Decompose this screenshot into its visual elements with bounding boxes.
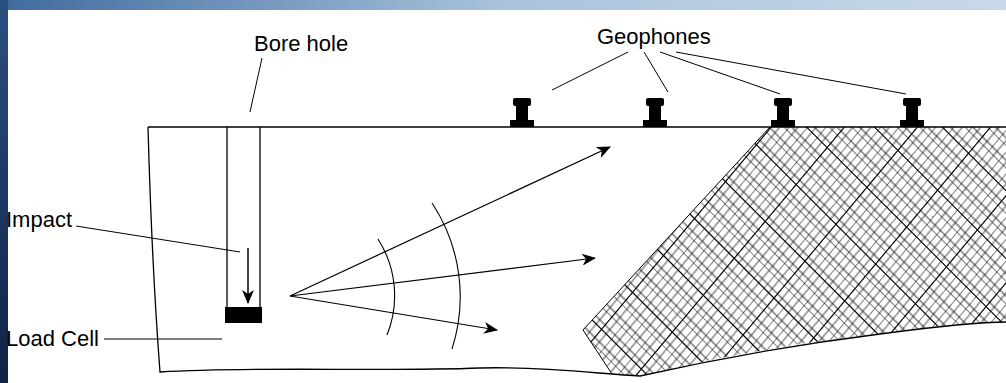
geophone — [643, 98, 667, 127]
bore-hole-label: Bore hole — [254, 33, 348, 55]
bore-hole-fill — [227, 128, 260, 308]
leader-line — [250, 58, 262, 112]
bore-hole-wall — [259, 127, 260, 308]
bore-hole-wall — [226, 127, 227, 308]
leader-line — [76, 226, 240, 252]
leader-line — [660, 52, 780, 94]
geophone-body — [516, 104, 528, 121]
load-cell — [225, 307, 262, 323]
frame-top-band — [0, 0, 1006, 10]
hatch — [570, 120, 1006, 380]
geophone-body — [649, 104, 661, 121]
geophones-label: Geophones — [597, 26, 711, 48]
geophone-cap — [513, 98, 531, 106]
leader-line — [676, 52, 906, 94]
rock-boundary — [583, 127, 770, 374]
geophone-cap — [903, 98, 921, 106]
geophone-body — [906, 104, 918, 121]
rock-mass — [570, 120, 1006, 380]
hatch — [570, 120, 1006, 380]
impact-arrow — [247, 248, 249, 303]
leader-line — [552, 52, 628, 90]
geophone-base — [771, 120, 795, 127]
wave-ray — [290, 147, 610, 296]
hatch — [570, 120, 1006, 380]
impact-label: Impact — [6, 209, 72, 231]
leader-line — [644, 52, 668, 92]
geophone-cap — [774, 98, 792, 106]
geophone-base — [900, 120, 924, 127]
wavefront — [432, 203, 460, 349]
geophone-cap — [646, 98, 664, 106]
geophone — [510, 98, 534, 127]
leader-line — [104, 339, 222, 340]
hatch — [570, 120, 1006, 380]
geophone-body — [777, 104, 789, 121]
geophone-base — [510, 120, 534, 127]
wave-ray — [290, 258, 595, 296]
geophone — [900, 98, 924, 127]
geophone — [771, 98, 795, 127]
wavefront — [378, 239, 395, 335]
frame-left-band — [0, 0, 8, 383]
geophone-base — [643, 120, 667, 127]
load-cell-label: Load Cell — [6, 328, 99, 350]
